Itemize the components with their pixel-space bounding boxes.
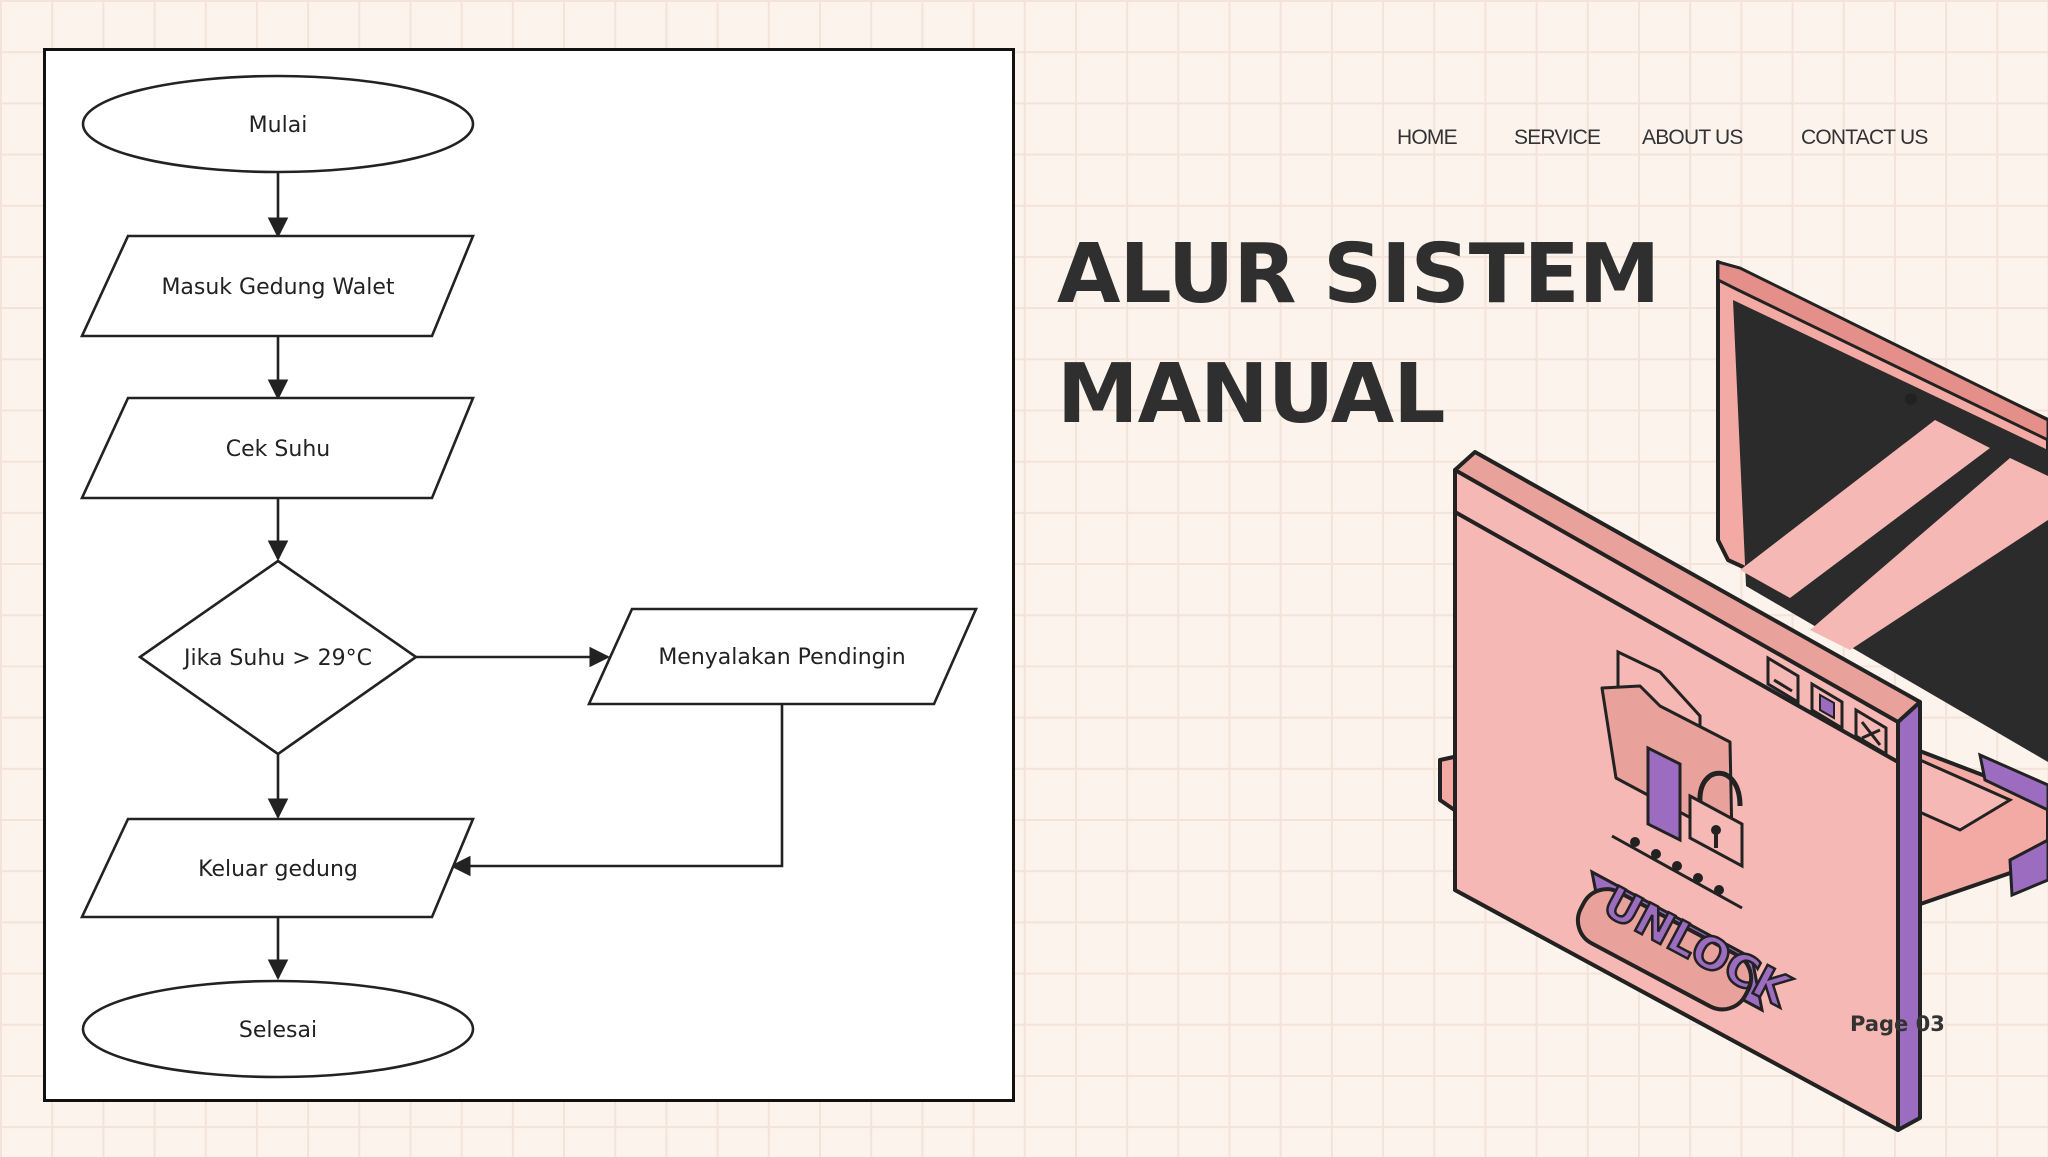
end-terminal bbox=[81, 979, 475, 1079]
unlock-laptop-illustration: UNLOCK bbox=[1400, 255, 2048, 1157]
password-dots bbox=[1611, 834, 1743, 910]
start-label: Mulai bbox=[249, 113, 308, 138]
enter-building-process bbox=[79, 234, 475, 338]
nav-home[interactable]: HOME bbox=[1397, 126, 1458, 149]
exit-building-label: Keluar gedung bbox=[198, 857, 358, 882]
exit-building-process bbox=[79, 817, 475, 919]
check-temperature-label: Cek Suhu bbox=[226, 437, 330, 462]
flowchart-panel: Mulai Masuk Gedung Walet Cek Suhu Jika S… bbox=[43, 48, 1015, 1102]
decision-label: Jika Suhu > 29°C bbox=[182, 646, 372, 671]
page-number: Page 03 bbox=[1850, 1012, 1945, 1036]
maximize-icon bbox=[1810, 681, 1844, 731]
unlock-window: UNLOCK bbox=[1453, 450, 1922, 1132]
padlock-icon bbox=[1688, 770, 1744, 869]
nav-about-us[interactable]: ABOUT US bbox=[1642, 126, 1743, 149]
connector-cooler-exit bbox=[449, 704, 784, 877]
nav-service[interactable]: SERVICE bbox=[1514, 126, 1601, 149]
flowchart: Mulai Masuk Gedung Walet Cek Suhu Jika S… bbox=[79, 74, 978, 1079]
check-temperature-process bbox=[79, 396, 475, 500]
temperature-decision bbox=[137, 559, 419, 756]
page-title: ALUR SISTEM MANUAL bbox=[1057, 215, 1660, 455]
page-title-line-2: MANUAL bbox=[1057, 347, 1445, 442]
turn-on-cooler-process bbox=[586, 607, 978, 706]
nav-contact-us[interactable]: CONTACT US bbox=[1801, 126, 1928, 149]
start-terminal bbox=[81, 74, 475, 174]
end-label: Selesai bbox=[239, 1018, 317, 1043]
top-navigation: HOME SERVICE ABOUT US CONTACT US bbox=[0, 126, 2048, 156]
enter-building-label: Masuk Gedung Walet bbox=[161, 275, 394, 300]
close-icon bbox=[1854, 707, 1888, 757]
cooler-label: Menyalakan Pendingin bbox=[658, 645, 905, 670]
minimize-icon bbox=[1766, 655, 1800, 705]
page-title-line-1: ALUR SISTEM bbox=[1057, 227, 1660, 322]
